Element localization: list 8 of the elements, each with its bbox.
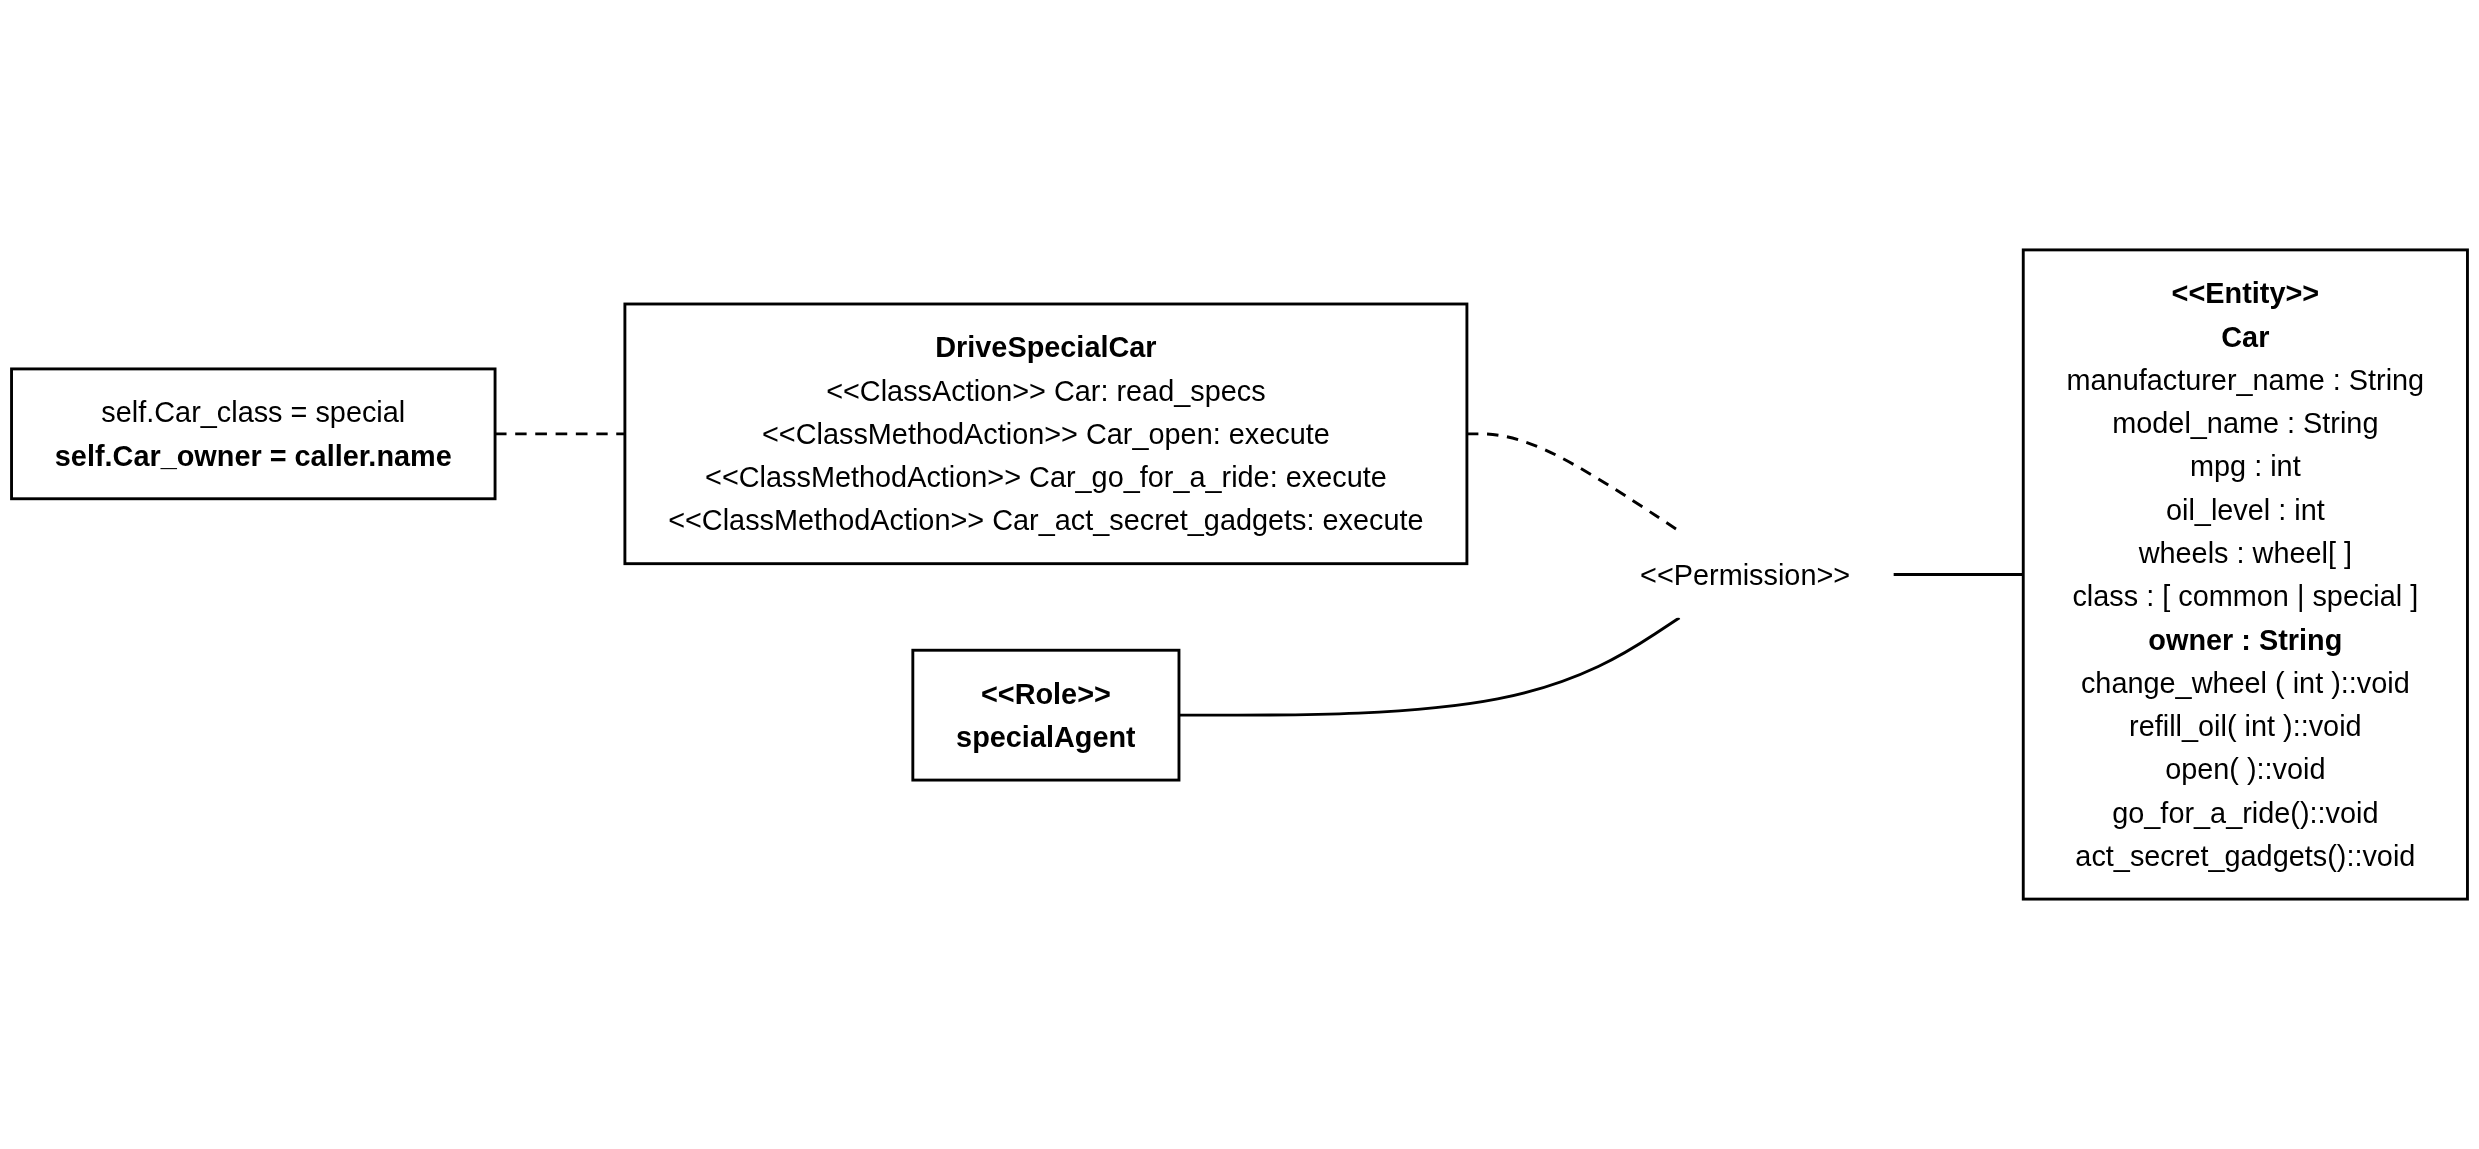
node-box: <<Entity>> Car manufacturer_name : String model_name : String mpg : int oil_level : int wheels : wheel[ ] class : [ common | special ] owner : String change_wheel ( int )::void refill_oil( int )::void open( )::void go_for_a_ride()::void act_secret_gadgets()::void	[2021, 248, 2469, 901]
node-box: self.Car_class = special self.Car_owner = caller.name	[10, 367, 497, 501]
connector	[1179, 616, 1681, 717]
node-box: <<Role>> specialAgent	[911, 648, 1181, 782]
connector	[1893, 573, 2024, 576]
connector	[495, 432, 625, 436]
node-text: <<Permission>>	[1640, 558, 1851, 591]
node-box: DriveSpecialCar <<ClassAction>> Car: read_specs <<ClassMethodAction>> Car_open: execute <<ClassMethodAction>> Car_go_for_a_ride: execute <<ClassMethodAction>> Car_act_secret_gadgets: execute	[623, 302, 1469, 566]
